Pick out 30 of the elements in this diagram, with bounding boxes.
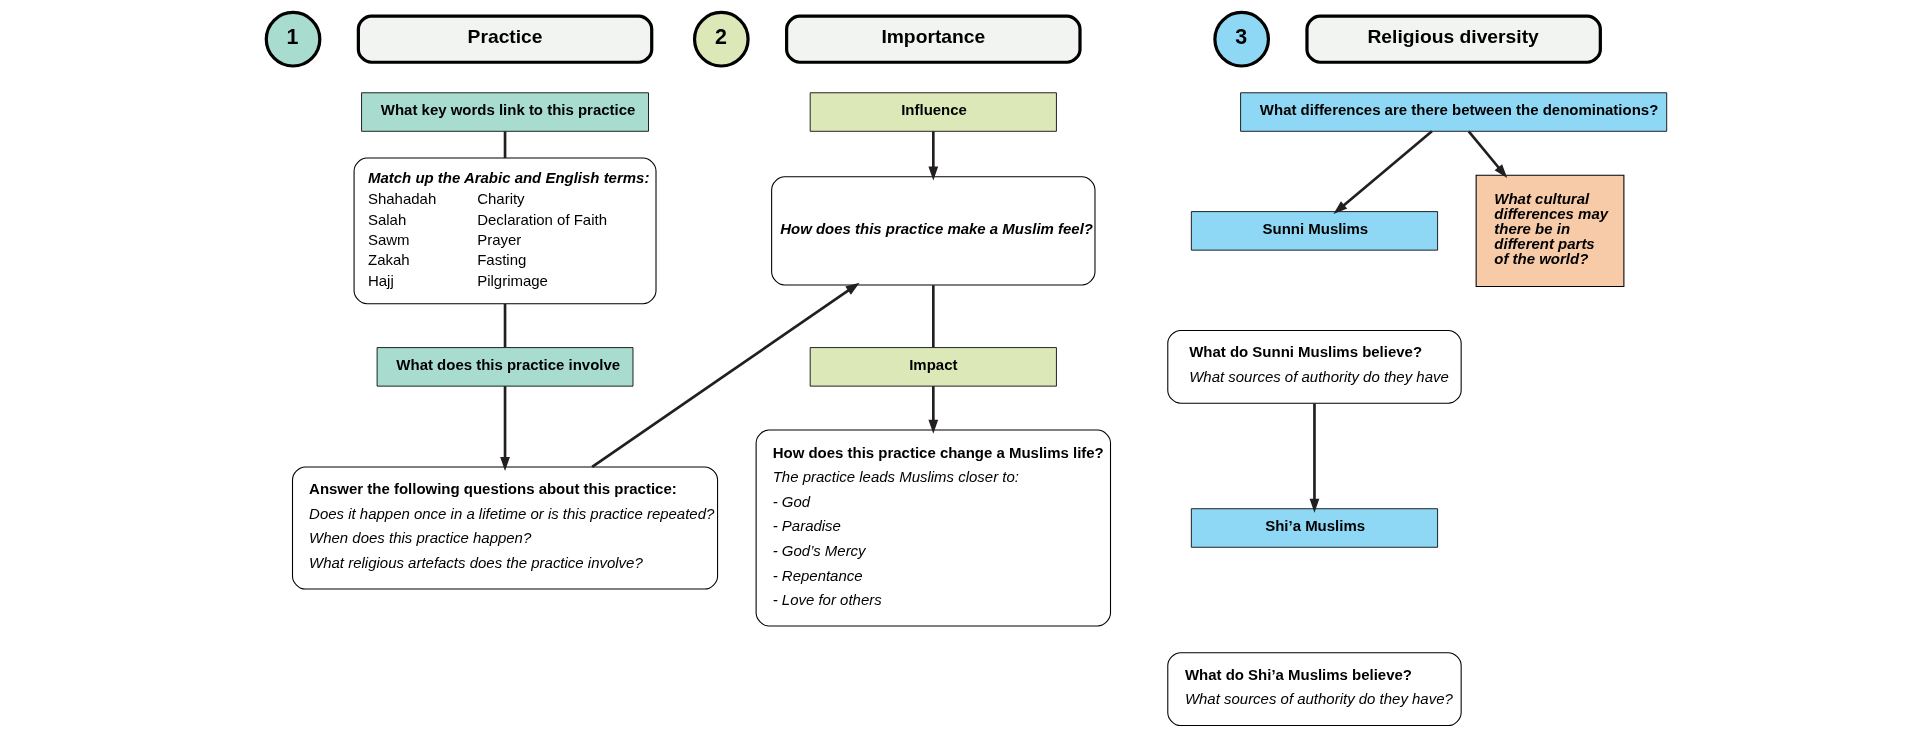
arrow [927,386,938,434]
node-box: Impact [809,347,1057,387]
node-box: Match up the Arabic and English terms: Shahadah Charity Salah Declaration of Faith Sawm Prayer Zakah Fasting Hajj Pilgrimage [353,157,657,305]
node-box: Shi’a Muslims [1190,508,1438,548]
node-circle: 3 [1212,10,1270,68]
connector [503,131,506,159]
node-circle: 2 [692,10,750,68]
node-box: How does this practice change a Muslims life? The practice leads Muslims closer to: - God - Paradise - God’s Mercy - Repentance - Love for others [755,429,1111,627]
connector [931,285,935,348]
node-circle: 1 [264,10,321,68]
arrow [590,282,860,468]
node-box: What cultural differences may there be in different parts of the world? [1475,174,1624,288]
node-box: Religious diversity [1304,14,1602,64]
arrow [499,386,510,471]
node-box: What does this practice involve [376,347,633,387]
arrow [1467,130,1507,178]
arrow [1309,403,1319,513]
node-box: What do Shi’a Muslims believe? What sources of authority do they have? [1166,652,1462,727]
arrow [927,131,938,181]
arrow [1332,130,1433,214]
node-box: Importance [784,14,1082,64]
node-box: What differences are there between the denominations? [1239,92,1667,132]
node-box: How does this practice make a Muslim feel? [770,176,1095,286]
connector [503,303,506,348]
node-box: What key words link to this practice [360,92,649,132]
node-box: Influence [809,92,1057,132]
node-box: What do Sunni Muslims believe? What sources of authority do they have [1166,329,1462,404]
node-box: Sunni Muslims [1190,211,1438,251]
node-box: Answer the following questions about this practice: Does it happen once in a lifetime or is this practice repeated? When does this practice happen? What religious artefacts does the practice involve? [291,466,718,590]
node-box: Practice [356,14,653,64]
